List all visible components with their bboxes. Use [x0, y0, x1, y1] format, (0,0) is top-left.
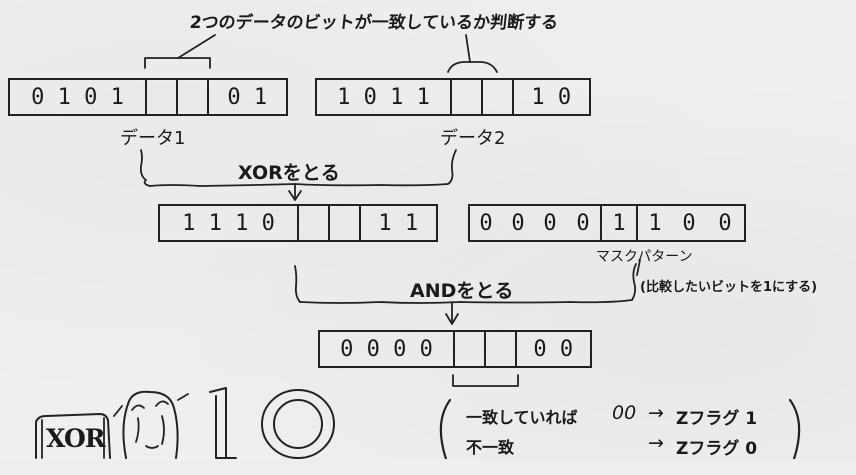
data2-blank-1: [450, 80, 481, 114]
and-result-left-bits: 0 0 0 0: [340, 336, 433, 362]
mismatch-arrow: →: [648, 432, 664, 454]
data1-blank-2: [175, 80, 207, 114]
mask-bit-4: 1: [600, 206, 636, 240]
mask-register: 0 0 0 0 1 1 0 0: [468, 204, 746, 242]
data2-label: データ2: [440, 128, 506, 149]
mismatch-flag: Zフラグ 0: [676, 439, 758, 459]
match-text: 一致していれば: [466, 408, 578, 427]
diagram-title: 2つのデータのビットが一致しているか判断する: [188, 13, 560, 33]
data1-left-bits: 0 1 0 1: [31, 84, 124, 110]
mask-note: (比較したいビットを1にする): [640, 280, 818, 295]
mask-bit-6: 0: [682, 210, 696, 236]
xor-badge-text: XOR: [46, 424, 106, 453]
corner-logo-art: [35, 387, 335, 459]
match-flag: Zフラグ 1: [676, 409, 758, 429]
xor-result-blank-1: [296, 206, 328, 240]
data1-blank-1: [145, 80, 176, 114]
mask-bit-2: 0: [543, 210, 557, 236]
mask-bit-5: 1: [636, 206, 672, 240]
mismatch-text: 不一致: [466, 438, 515, 457]
match-arrow: →: [648, 402, 664, 424]
match-bits: 00: [612, 402, 637, 424]
mask-bit-1: 0: [511, 210, 525, 236]
data1-right-bits: 0 1: [206, 80, 286, 114]
and-label: ANDをとる: [410, 280, 514, 302]
mask-bit-0: 0: [479, 210, 493, 236]
mask-label: マスクパターン: [596, 249, 693, 265]
xor-result-blank-2: [327, 206, 359, 240]
and-result-blank-2: [483, 332, 515, 366]
corner-logo: XOR 10: [28, 386, 358, 459]
data2-blank-2: [480, 80, 512, 114]
and-result-right-bits: 0 0: [514, 332, 590, 366]
data1-label: データ1: [120, 128, 186, 149]
xor-result-right-bits: 1 1: [358, 206, 436, 240]
xor-result-register: 1 1 1 0 1 1: [158, 204, 438, 242]
mask-bit-3: 0: [576, 210, 590, 236]
data1-register: 0 1 0 1 0 1: [8, 78, 288, 116]
page-background: [0, 0, 856, 459]
and-result-register: 0 0 0 0 0 0: [318, 330, 592, 368]
data2-left-bits: 1 0 1 1: [337, 84, 430, 110]
mask-bit-7: 0: [718, 210, 732, 236]
data2-register: 1 0 1 1 1 0: [315, 78, 591, 116]
data2-right-bits: 1 0: [511, 80, 589, 114]
xor-label: XORをとる: [238, 162, 340, 184]
xor-result-left-bits: 1 1 1 0: [182, 210, 275, 236]
and-result-blank-1: [453, 332, 484, 366]
